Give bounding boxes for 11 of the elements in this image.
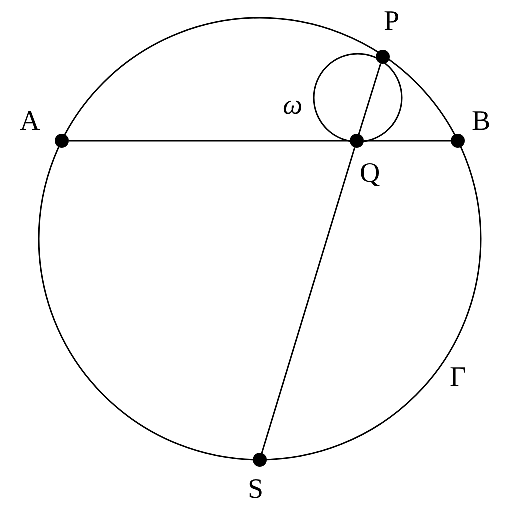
point-label: P [384, 8, 400, 36]
point-label: S [248, 476, 264, 504]
line-segment [69, 140, 350, 142]
point-label: Q [360, 160, 380, 188]
line-segment [261, 147, 356, 454]
line-segment [364, 140, 451, 142]
point-label: A [20, 108, 40, 136]
line-segment [358, 63, 382, 135]
point-label: B [472, 108, 491, 136]
circle-label: ω [283, 92, 303, 120]
circle-label: Γ [450, 364, 466, 392]
